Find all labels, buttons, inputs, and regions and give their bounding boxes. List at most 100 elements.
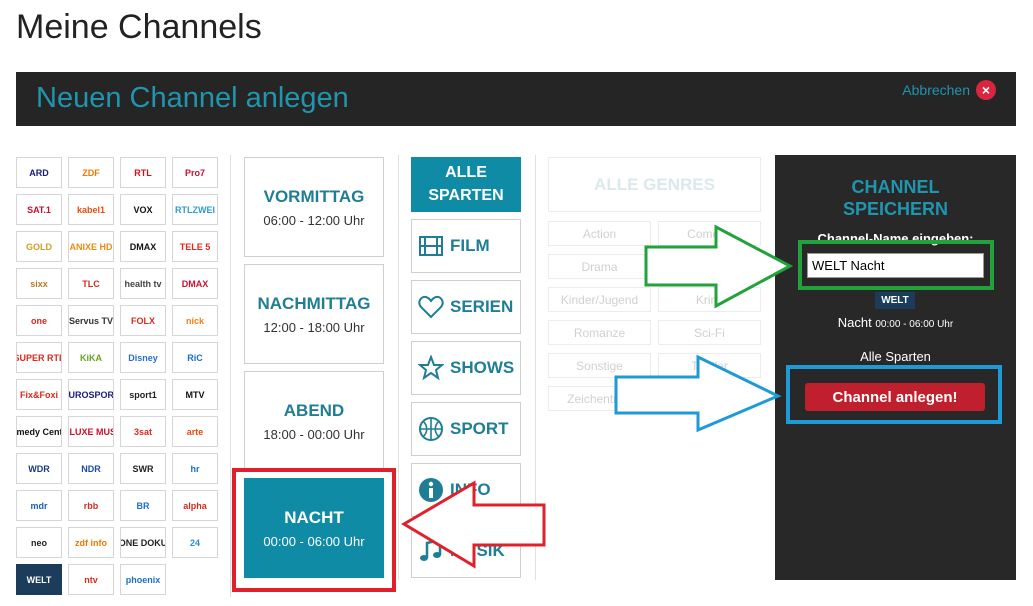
- channel-logo[interactable]: arte: [172, 416, 218, 447]
- channel-logo[interactable]: DELUXE MUSIC: [68, 416, 114, 447]
- channel-logo[interactable]: RTLZWEI: [172, 194, 218, 225]
- time-slot-vormittag[interactable]: VORMITTAG 06:00 - 12:00 Uhr: [244, 157, 384, 257]
- channel-logo[interactable]: 24: [172, 527, 218, 558]
- channel-logo[interactable]: GOLD: [16, 231, 62, 262]
- sparte-label: INFO: [450, 480, 491, 499]
- channel-logo[interactable]: VOX: [120, 194, 166, 225]
- channel-logo[interactable]: SWR: [120, 453, 166, 484]
- genre-button[interactable]: Romanze: [548, 320, 651, 345]
- page-title: Meine Channels: [16, 8, 262, 46]
- channel-logo[interactable]: MTV: [172, 379, 218, 410]
- channel-logo[interactable]: Pro7: [172, 157, 218, 188]
- channel-logo[interactable]: EUROSPORT: [68, 379, 114, 410]
- genre-button[interactable]: Sonstige: [548, 353, 651, 378]
- sparte-shows[interactable]: SHOWS: [411, 341, 521, 395]
- channel-logo[interactable]: 3sat: [120, 416, 166, 447]
- channel-logo[interactable]: nick: [172, 305, 218, 336]
- channel-logo[interactable]: ntv: [68, 564, 114, 595]
- channel-logo[interactable]: one: [16, 305, 62, 336]
- channel-logo[interactable]: Servus TV: [68, 305, 114, 336]
- channel-logo[interactable]: TLC: [68, 268, 114, 299]
- sparte-all-button[interactable]: ALLE SPARTEN: [411, 157, 521, 212]
- divider: [398, 155, 399, 580]
- cancel-button[interactable]: Abbrechen ×: [902, 80, 996, 100]
- sparte-film[interactable]: FILM: [411, 219, 521, 273]
- genre-button[interactable]: Comedy: [658, 221, 761, 246]
- channel-logo[interactable]: ANIXE HD: [68, 231, 114, 262]
- sparte-all-label-2: SPARTEN: [428, 186, 504, 204]
- sparte-label: SERIEN: [450, 297, 514, 316]
- sparte-sport[interactable]: SPORT: [411, 402, 521, 456]
- sparten-list: ALLE SPARTEN FILM SERIEN SHOWS SPORT INFO MUSI…: [411, 157, 521, 585]
- selected-channel-logo: WELT: [875, 292, 915, 309]
- genre-button[interactable]: Sci-Fi: [658, 320, 761, 345]
- header-title: Neuen Channel anlegen: [36, 82, 349, 114]
- create-channel-button[interactable]: Channel anlegen!: [805, 383, 985, 411]
- channel-logo[interactable]: BR: [120, 490, 166, 521]
- channel-logo[interactable]: phoenix: [120, 564, 166, 595]
- channel-logo[interactable]: Fix&Foxi: [16, 379, 62, 410]
- channel-logo[interactable]: KiKA: [68, 342, 114, 373]
- channel-logo[interactable]: SAT.1: [16, 194, 62, 225]
- channel-logo[interactable]: sixx: [16, 268, 62, 299]
- time-slot-name: VORMITTAG: [263, 186, 365, 206]
- channel-name-label: Channel-Name eingeben:: [817, 231, 974, 246]
- genre-button[interactable]: Erotik: [658, 254, 761, 279]
- channel-logo[interactable]: RiC: [172, 342, 218, 373]
- channel-logo[interactable]: mdr: [16, 490, 62, 521]
- time-slot-nachmittag[interactable]: NACHMITTAG 12:00 - 18:00 Uhr: [244, 264, 384, 364]
- channel-logo[interactable]: FOLX: [120, 305, 166, 336]
- channel-logo[interactable]: TELE 5: [172, 231, 218, 262]
- channel-logo[interactable]: DMAX: [120, 231, 166, 262]
- heart-icon: [418, 294, 444, 320]
- genre-all-button[interactable]: ALLE GENRES: [548, 157, 761, 212]
- sparte-musik[interactable]: MUSIK: [411, 524, 521, 578]
- time-slot-name: NACHMITTAG: [257, 293, 371, 313]
- close-icon[interactable]: ×: [976, 80, 996, 100]
- channel-logo[interactable]: hr: [172, 453, 218, 484]
- sparte-all-label-1: ALLE: [445, 164, 487, 182]
- genre-button[interactable]: Drama: [548, 254, 651, 279]
- channel-logo[interactable]: zdf info: [68, 527, 114, 558]
- channel-logo[interactable]: RTL: [120, 157, 166, 188]
- time-slot-range: 06:00 - 12:00 Uhr: [263, 212, 365, 228]
- channel-logo[interactable]: ONE DOKU: [120, 527, 166, 558]
- sparte-info[interactable]: INFO: [411, 463, 521, 517]
- channel-logo[interactable]: NDR: [68, 453, 114, 484]
- time-slot-range: 18:00 - 00:00 Uhr: [263, 426, 365, 442]
- info-icon: [418, 477, 444, 503]
- channel-logo[interactable]: neo: [16, 527, 62, 558]
- genre-button[interactable]: Zeichentrick: [548, 386, 651, 411]
- channel-logo[interactable]: alpha: [172, 490, 218, 521]
- channel-name-input[interactable]: [807, 253, 984, 278]
- channel-logo[interactable]: health tv: [120, 268, 166, 299]
- time-slot-name: ABEND: [283, 400, 345, 420]
- sparte-label: FILM: [450, 236, 490, 255]
- divider: [230, 155, 231, 597]
- channel-logo[interactable]: SUPER RTL: [16, 342, 62, 373]
- sparte-label: SHOWS: [450, 358, 515, 377]
- selected-time: Nacht 00:00 - 06:00 Uhr: [837, 315, 954, 330]
- time-slot-abend[interactable]: ABEND 18:00 - 00:00 Uhr: [244, 371, 384, 471]
- channel-logo[interactable]: ZDF: [68, 157, 114, 188]
- channel-logo[interactable]: WELT: [16, 564, 62, 595]
- time-slot-range: 12:00 - 18:00 Uhr: [263, 319, 365, 335]
- channel-logo[interactable]: ARD: [16, 157, 62, 188]
- genre-button[interactable]: Kinder/Jugend: [548, 287, 651, 312]
- channel-logo[interactable]: WDR: [16, 453, 62, 484]
- channel-logo[interactable]: sport1: [120, 379, 166, 410]
- genre-button[interactable]: Krimi: [658, 287, 761, 312]
- basketball-icon: [418, 416, 444, 442]
- sparte-serien[interactable]: SERIEN: [411, 280, 521, 334]
- channel-logo[interactable]: Comedy Central: [16, 416, 62, 447]
- channel-logo[interactable]: Disney: [120, 342, 166, 373]
- channel-logo[interactable]: DMAX: [172, 268, 218, 299]
- channel-logo[interactable]: kabel1: [68, 194, 114, 225]
- channel-logo[interactable]: rbb: [68, 490, 114, 521]
- cancel-label: Abbrechen: [902, 82, 970, 98]
- genre-button[interactable]: Action: [548, 221, 651, 246]
- genre-button[interactable]: Thriller: [658, 353, 761, 378]
